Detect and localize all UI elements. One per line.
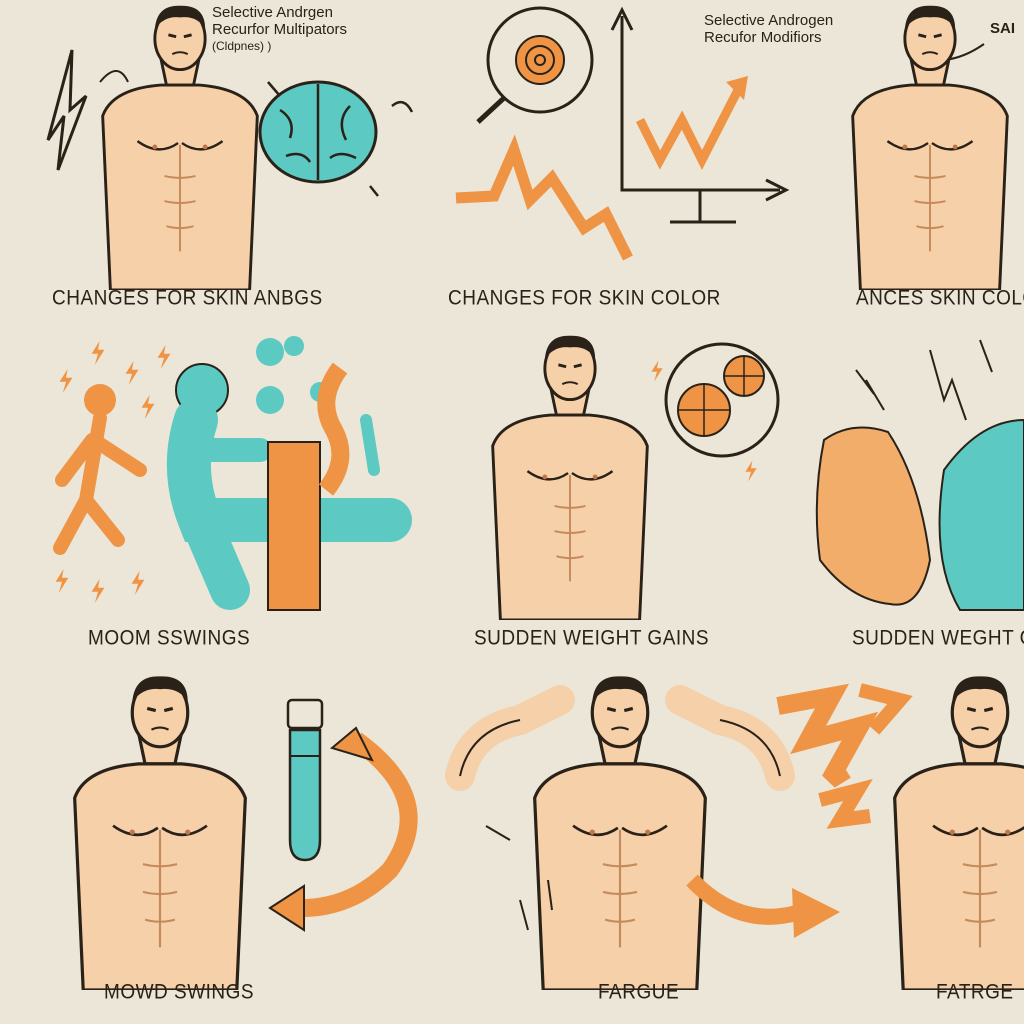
caption-changes-skin-anbgs: CHANGES FOR SKIN ANBGS — [52, 286, 323, 310]
caption-sudden-weght-ga: SUDDEN WEGHT GA — [852, 626, 1024, 650]
man-figure — [533, 674, 707, 990]
man-figure — [72, 674, 248, 990]
lightning-icon — [46, 49, 88, 171]
man-figure — [893, 674, 1024, 990]
top-right-note: SAI — [990, 20, 1016, 37]
muscle-illustration — [815, 418, 1024, 611]
caption-ances-skin-colo: ANCES SKIN COLO — [856, 286, 1024, 310]
caption-sudden-weight-gains: SUDDEN WEIGHT GAINS — [474, 626, 710, 650]
man-figure — [851, 4, 1009, 290]
top-mid-note: Selective Androgen Recufor Modifiors — [704, 12, 834, 46]
caption-moom-sswings: MOOM SSWINGS — [88, 626, 251, 650]
trend-chart-icon — [455, 6, 790, 261]
running-figure — [53, 384, 147, 555]
caption-fatrge: FATRGE — [936, 980, 1014, 1004]
seated-figure — [166, 336, 412, 610]
lightning-icon — [776, 683, 913, 829]
top-left-note: Selective Andrgen Recurfor Multipators (… — [212, 4, 348, 53]
magnifier-icon — [476, 6, 594, 124]
flexing-man — [445, 685, 795, 791]
brain-icon — [258, 80, 378, 184]
caption-fargue: FARGUE — [598, 980, 680, 1004]
man-figure — [490, 333, 650, 620]
test-tube-icon — [286, 698, 324, 862]
curved-arrow-icon — [268, 726, 418, 932]
caption-changes-skin-color: CHANGES FOR SKIN COLOR — [448, 286, 721, 310]
caption-mowd-swings: MOWD SWINGS — [104, 980, 255, 1004]
food-plate-icon — [664, 342, 780, 458]
